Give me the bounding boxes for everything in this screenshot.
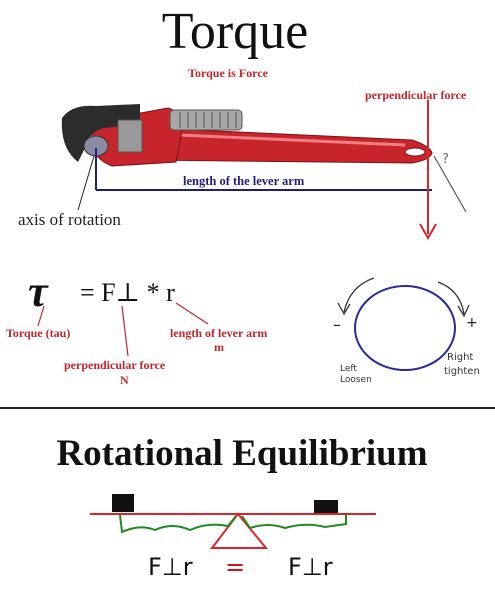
left-block: [112, 494, 134, 512]
r-pointer-line: [175, 302, 209, 325]
seesaw: [90, 494, 376, 549]
force-arrow: [419, 100, 437, 241]
axis-of-rotation-label: axis of rotation: [18, 210, 121, 229]
perp-force-label: perpendicular force: [64, 358, 166, 372]
rotation-sketch: [337, 277, 470, 371]
tau-symbol: τ: [28, 267, 48, 316]
wrench-jaw: [61, 104, 140, 162]
fulcrum-triangle: [209, 512, 269, 549]
right-block: [314, 500, 338, 514]
tighten-word: tighten: [444, 366, 480, 377]
angled-force-line: [433, 155, 467, 213]
left-lever-scribble: [119, 514, 237, 534]
equilibrium-title: Rotational Equilibrium: [56, 433, 428, 474]
perp-force-unit: N: [120, 373, 129, 387]
subtitle: Torque is Force: [188, 66, 268, 80]
right-torque-expression: F⊥r: [288, 553, 333, 581]
pipe-wrench: [61, 104, 433, 167]
lever-length-label: length of lever arm: [170, 326, 268, 340]
left-word: Left: [340, 364, 357, 374]
loosen-word: Loosen: [340, 375, 372, 385]
right-word: Right: [447, 352, 474, 363]
perpendicular-force-label: perpendicular force: [365, 88, 467, 102]
right-lever-scribble: [241, 515, 347, 530]
minus-sign: –: [333, 315, 341, 334]
wrench-handle-highlight: [157, 132, 406, 147]
tau-pointer-line: [37, 305, 45, 327]
force-pointer-line: [121, 305, 129, 357]
wrench-adjuster: [169, 109, 243, 131]
adjuster-threads: [179, 112, 237, 128]
question-mark: ?: [442, 152, 449, 167]
torque-equation: = F⊥ * r: [80, 278, 175, 307]
rotation-circle: [354, 285, 456, 371]
plus-sign: +: [466, 315, 478, 331]
wrench-handle-hole: [404, 147, 426, 157]
wrench-nut-band: [117, 119, 143, 153]
equals-sign: =: [225, 553, 246, 581]
torque-tau-label: Torque (tau): [6, 326, 71, 340]
lever-length-unit: m: [214, 340, 224, 354]
clockwise-arrow-icon: [437, 281, 465, 315]
left-torque-expression: F⊥r: [148, 553, 193, 581]
lever-arm-label: length of the lever arm: [183, 174, 305, 188]
page-title: Torque: [161, 3, 309, 60]
axis-pointer-line: [77, 155, 95, 211]
counterclockwise-arrow-icon: [343, 277, 375, 313]
lever-arm-marker: [95, 148, 432, 191]
